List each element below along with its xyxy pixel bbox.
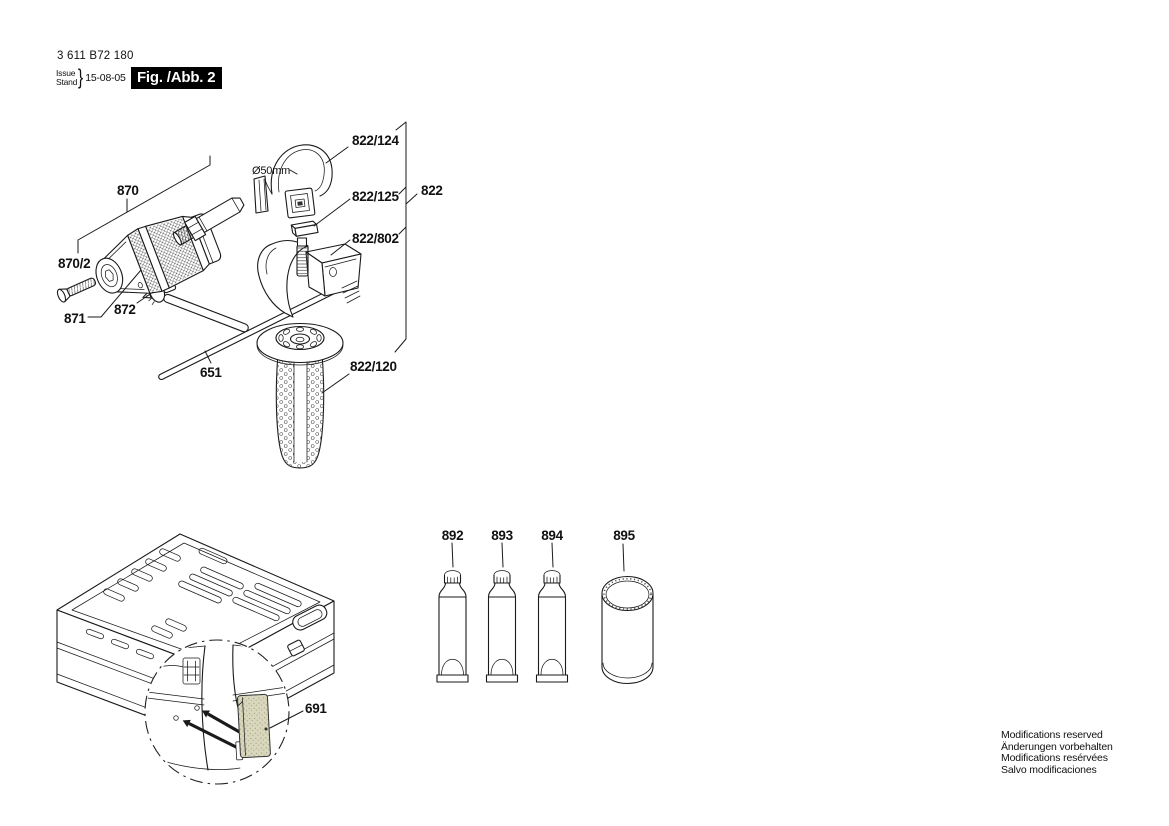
part-label-870: 870	[117, 183, 139, 198]
part-label-651: 651	[200, 365, 222, 380]
part-label-822-120: 822/120	[350, 359, 397, 374]
leader-dot-691	[264, 727, 268, 731]
part-label-822-802: 822/802	[352, 231, 399, 246]
issue-stand-label: Issue Stand	[56, 67, 78, 87]
part-label-871: 871	[64, 311, 86, 326]
part-label-870-2: 870/2	[58, 256, 90, 271]
bracket-lines	[77, 121, 625, 729]
grease-tubes	[436, 569, 569, 683]
diameter-annotation: Ø50mm	[252, 165, 290, 177]
case-hole-2	[173, 715, 179, 721]
document-part-number: 3 611 B72 180	[57, 50, 134, 62]
part-label-892: 892	[442, 528, 464, 543]
figure-badge: Fig. /Abb. 2	[130, 67, 222, 89]
case-hole-1	[194, 705, 200, 711]
strap-buckle	[284, 187, 316, 219]
notice-line-es: Salvo modificaciones	[1001, 764, 1097, 777]
key-holder-rod	[163, 293, 249, 333]
part-label-822-125: 822/125	[352, 189, 399, 204]
clamp-tscrew-drawing	[290, 220, 319, 277]
modifications-notice: Modifications reserved Änderungen vorbeh…	[1001, 729, 1113, 777]
notice-line-de: Änderungen vorbehalten	[1001, 740, 1113, 753]
brace-glyph: }	[78, 66, 84, 89]
strap-band-drawing	[253, 144, 333, 219]
part-label-894: 894	[541, 528, 563, 543]
detail-magnified-corner	[146, 644, 288, 771]
notice-line-en: Modifications reserved	[1001, 729, 1103, 741]
inlay-plate-691	[235, 693, 271, 761]
sds-adapter-drawing	[172, 197, 245, 246]
notice-line-fr: Modifications resérvées	[1001, 752, 1108, 765]
part-label-691: 691	[305, 701, 327, 716]
screw-870-2-drawing	[56, 277, 97, 303]
part-label-872: 872	[114, 302, 136, 317]
case-vent-slots	[103, 547, 302, 639]
clamp-saddle	[257, 239, 309, 318]
part-labels: 870 870/2 871 872 651 Ø50mm 822/124 822/…	[58, 133, 636, 716]
part-label-822: 822	[421, 183, 443, 198]
case-clip-detail	[182, 657, 201, 685]
grease-can-drawing	[601, 575, 654, 685]
case-handle	[292, 604, 328, 631]
aux-handle-drawing	[256, 322, 344, 469]
case-latch	[287, 639, 305, 657]
issue-date: 15-08-05	[85, 72, 126, 84]
issue-row: Issue Stand } 15-08-05 Fig. /Abb. 2	[56, 66, 222, 90]
part-label-822-124: 822/124	[352, 133, 399, 148]
part-label-893: 893	[491, 528, 513, 543]
part-label-895: 895	[613, 528, 635, 543]
